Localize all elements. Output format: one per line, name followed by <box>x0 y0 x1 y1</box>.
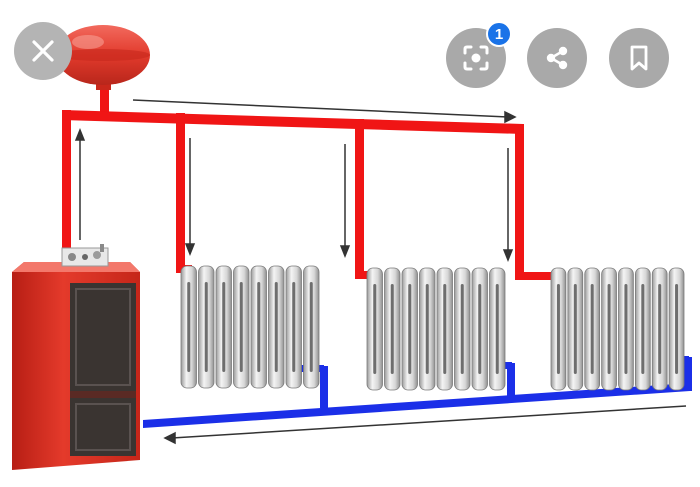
radiator-fin-groove <box>373 284 377 374</box>
radiators <box>180 265 685 391</box>
radiator-fin-groove <box>204 282 208 372</box>
lens-icon <box>461 43 491 73</box>
radiator-fin-groove <box>292 282 296 372</box>
boiler <box>12 244 140 470</box>
radiator-fin-groove <box>257 282 261 372</box>
radiator-fin-groove <box>624 284 628 374</box>
radiator-fin-groove <box>556 284 560 374</box>
radiator-fin-groove <box>274 282 278 372</box>
radiator-fin-groove <box>443 284 447 374</box>
radiator-fin-groove <box>495 284 499 374</box>
supply-pipe <box>62 82 557 280</box>
radiator-fin-groove <box>641 284 645 374</box>
share-button[interactable] <box>527 28 587 88</box>
radiator <box>550 267 685 391</box>
radiator-fin-groove <box>309 282 313 372</box>
radiator-fin-groove <box>239 282 243 372</box>
radiator-fin-groove <box>390 284 394 374</box>
close-button[interactable] <box>14 22 72 80</box>
share-icon <box>542 43 572 73</box>
radiator-fin-groove <box>607 284 611 374</box>
bookmark-icon <box>626 44 652 72</box>
radiator-fin-groove <box>658 284 662 374</box>
close-icon <box>30 38 56 64</box>
radiator-fin-groove <box>478 284 482 374</box>
bookmark-button[interactable] <box>609 28 669 88</box>
radiator-fin-groove <box>187 282 191 372</box>
radiator-fin-groove <box>460 284 464 374</box>
radiator <box>180 265 320 389</box>
expansion-tank <box>56 25 150 90</box>
radiator-fin-groove <box>590 284 594 374</box>
radiator-fin-groove <box>573 284 577 374</box>
flow-arrows <box>74 99 687 445</box>
radiator <box>366 267 506 391</box>
radiator-fin-groove <box>675 284 679 374</box>
visual-search-badge: 1 <box>486 21 512 47</box>
radiator-fin-groove <box>222 282 226 372</box>
radiator-fin-groove <box>408 284 412 374</box>
radiator-fin-groove <box>425 284 429 374</box>
